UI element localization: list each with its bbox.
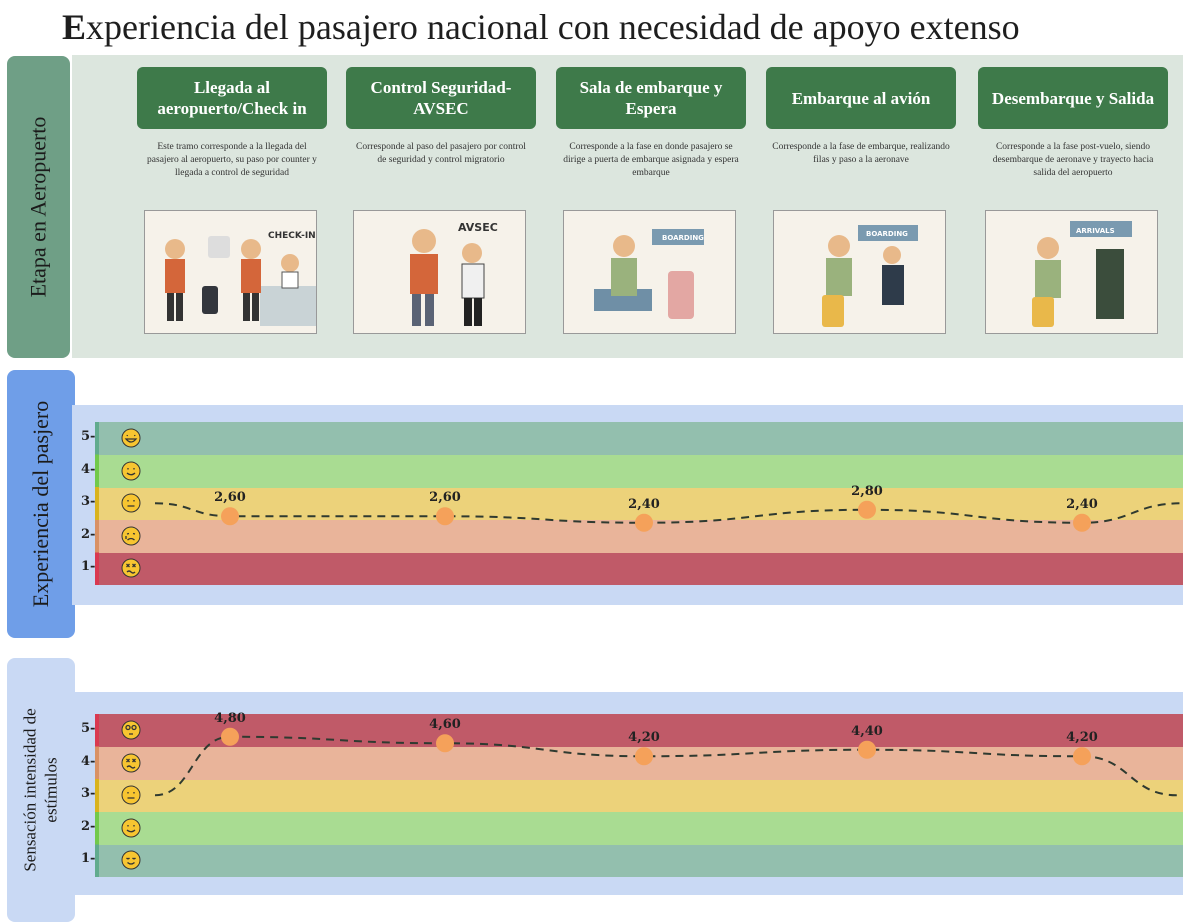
stage-title: Desembarque y Salida [978,67,1168,129]
y-tick-label: 3- [81,494,96,510]
data-label: 4,20 [628,730,660,746]
stage-illustration: CHECK-IN [144,210,317,334]
stage-title: Control Seguridad- AVSEC [346,67,536,129]
data-point [436,734,454,753]
stage-description: Corresponde al paso del pasajero por con… [356,142,526,165]
grinning-face-icon [121,428,141,452]
stage-title: Embarque al avión [766,67,956,129]
data-point [436,507,454,526]
line-plot [154,727,1178,797]
dizzy-face-icon [121,753,141,777]
data-label: 2,60 [429,490,461,506]
data-point [635,747,653,766]
level-band [97,552,1183,585]
data-point [221,507,239,526]
data-point [1073,747,1091,766]
sign-text: BOARDING [866,230,908,238]
sign-text: AVSEC [458,221,498,234]
level-band [97,779,1183,812]
y-tick-label: 1- [81,559,96,575]
experiencia-chart: 1- 2- 3- 4- 5- 2,60 2,60 2,40 2,80 2,40 [72,405,1183,605]
y-tick-label: 4- [81,753,96,769]
stage-illustration: ARRIVALS [985,210,1158,334]
sign-text: CHECK-IN [268,231,316,241]
level-band [97,487,1183,520]
y-tick-label: 3- [81,786,96,802]
stage-description: Este tramo corresponde a la llegada del … [147,142,317,178]
spiral-eyes-face-icon [121,720,141,744]
data-label: 4,80 [214,710,246,726]
stage-illustration: BOARDING [773,210,946,334]
band-accent-stripe [95,422,99,585]
dizzy-face-icon [121,558,141,582]
data-label: 2,60 [214,490,246,506]
section-label-experiencia: Experiencia del pasjero [7,370,75,638]
stage-card: Llegada al aeropuerto/Check in Este tram… [137,67,327,334]
stage-description: Corresponde a la fase post-vuelo, siendo… [992,142,1154,178]
stage-description: Corresponde a la fase en donde pasajero … [563,142,739,178]
stage-card: Desembarque y Salida Corresponde a la fa… [978,67,1168,334]
band-accent-stripe [95,714,99,877]
neutral-face-icon [121,493,141,517]
y-tick-label: 5- [81,429,96,445]
data-label: 2,80 [851,483,883,499]
stage-illustration: BOARDING [563,210,736,334]
y-tick-label: 2- [81,526,96,542]
data-label: 4,40 [851,723,883,739]
series-line [154,735,1178,797]
data-label: 4,60 [429,717,461,733]
level-band [97,714,1183,747]
sign-text: ARRIVALS [1076,227,1115,235]
level-band [97,422,1183,455]
y-tick-label: 2- [81,818,96,834]
stage-card: Sala de embarque y Espera Corresponde a … [556,67,746,334]
data-point [858,740,876,759]
data-point [858,500,876,519]
stage-title: Llegada al aeropuerto/Check in [137,67,327,129]
section-label-etapa: Etapa en Aeropuerto [7,56,70,358]
level-band [97,844,1183,877]
neutral-face-icon [121,785,141,809]
data-label: 2,40 [1066,496,1098,512]
sensacion-chart: 1- 2- 3- 4- 5- 4,80 4,60 4,20 4,40 4,20 [72,692,1183,895]
stages-panel: Llegada al aeropuerto/Check in Este tram… [72,55,1183,358]
data-label: 4,20 [1066,730,1098,746]
level-band [97,454,1183,488]
y-tick-label: 5- [81,721,96,737]
relieved-face-icon [121,850,141,874]
stage-title: Sala de embarque y Espera [556,67,746,129]
stage-description: Corresponde a la fase de embarque, reali… [772,142,950,165]
data-point [1073,513,1091,532]
stage-card: Control Seguridad- AVSEC Corresponde al … [346,67,536,334]
y-tick-label: 1- [81,851,96,867]
page-title: Experiencia del pasajero nacional con ne… [62,7,1020,47]
sign-text: BOARDING [662,234,704,242]
y-tick-label: 4- [81,461,96,477]
series-line [154,502,1183,524]
smiling-face-icon [121,818,141,842]
level-band [97,811,1183,845]
line-plot [154,500,1183,532]
stage-illustration: AVSEC [353,210,526,334]
data-point [221,727,239,746]
data-label: 2,40 [628,496,660,512]
data-point [635,513,653,532]
stage-card: Embarque al avión Corresponde a la fase … [766,67,956,334]
smiling-face-icon [121,461,141,485]
crying-face-icon [121,526,141,550]
